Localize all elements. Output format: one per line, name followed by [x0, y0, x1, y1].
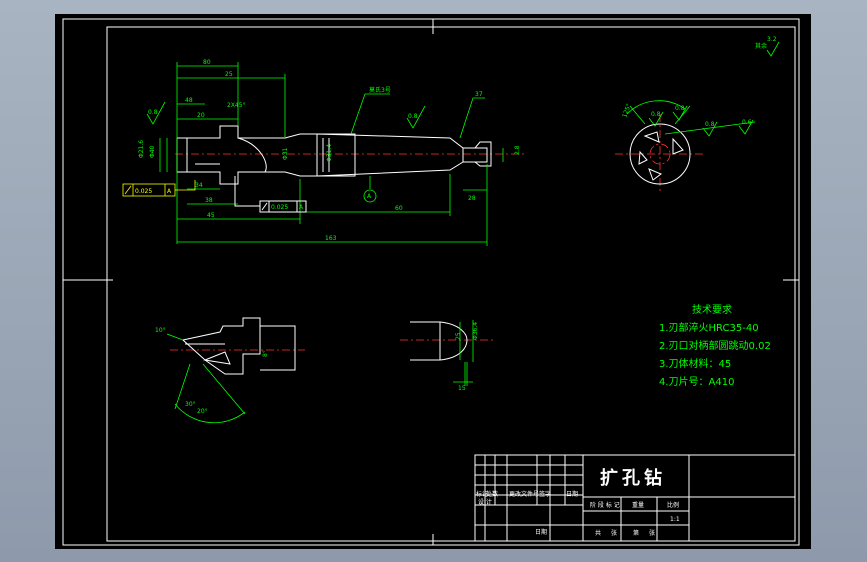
main-view[interactable]: 80 25 48 2X45° 20 34 38 45 60 163 Φ21.6 …	[122, 59, 525, 246]
svg-text:处数: 处数	[486, 490, 498, 498]
svg-text:共: 共	[595, 529, 601, 537]
angle-8: 8°	[262, 350, 269, 357]
outer-frame	[62, 18, 800, 546]
drawing-name: 扩孔钻	[600, 467, 666, 489]
cad-viewport[interactable]: 其余 3.2	[55, 14, 811, 549]
dim-phi-taper: Φ31.4	[326, 144, 333, 162]
angle-20: 20°	[197, 408, 208, 415]
tolerance-frame-a: 0.025 A	[122, 180, 196, 197]
dim-163: 163	[325, 235, 337, 242]
dim-37: 37	[475, 91, 483, 98]
svg-text:签字: 签字	[539, 490, 551, 498]
svg-text:其余: 其余	[755, 42, 767, 50]
svg-text:设 计: 设 计	[478, 498, 492, 506]
detail-view-right[interactable]: 25 Φ36.4 15	[400, 320, 495, 392]
svg-text:日期: 日期	[535, 528, 547, 536]
technical-requirements: 技术要求 1.刃部淬火HRC35-40 2.刃口对柄部圆跳动0.02 3.刀体材…	[659, 303, 771, 388]
end-roughness-3: 0.8	[705, 121, 715, 128]
morse-taper-note: 莫氏3号	[369, 86, 391, 94]
dim-28: 28	[468, 195, 476, 202]
drawing-scale: 1:1	[670, 516, 680, 523]
angle-125: 125°	[621, 103, 633, 119]
detail-bit-profile	[410, 321, 468, 361]
dim-chamfer: 2X45°	[227, 102, 246, 109]
svg-text:第: 第	[633, 529, 639, 537]
svg-text:A: A	[167, 188, 172, 195]
roughness-symbol-b: 0.8	[406, 105, 426, 129]
dim-38: 38	[205, 197, 213, 204]
end-roughness-4: 0.6	[742, 119, 752, 126]
dim-34: 34	[195, 182, 203, 189]
insert-pockets	[638, 131, 684, 181]
drill-head-outline	[176, 125, 356, 185]
detail-view-left[interactable]: 10° 30° 20° 8°	[155, 317, 305, 424]
svg-text:A: A	[367, 193, 372, 200]
svg-text:日期: 日期	[566, 490, 578, 498]
title-block: 标记 处数 更改文件号 签字 日期 设 计 日期 扩孔钻 阶 段 标 记 重量 …	[474, 454, 796, 542]
svg-text:阶 段 标 记: 阶 段 标 记	[590, 501, 620, 509]
angle-10: 10°	[155, 327, 166, 334]
svg-text:0.8: 0.8	[148, 109, 158, 116]
end-roughness-2: 0.8	[675, 105, 685, 112]
flute-curve	[237, 137, 267, 173]
detail-dim-25: 25	[455, 332, 462, 340]
dim-60: 60	[395, 205, 403, 212]
dim-25: 25	[225, 71, 233, 78]
dim-20: 20	[197, 112, 205, 119]
svg-text:标记: 标记	[476, 490, 488, 498]
detail-dim-15: 15	[458, 385, 466, 392]
dim-2-8: 2.8	[514, 145, 521, 155]
svg-text:张: 张	[611, 529, 617, 537]
tech-title: 技术要求	[692, 303, 732, 316]
tech-item-2: 2.刃口对柄部圆跳动0.02	[659, 339, 771, 352]
tech-item-3: 3.刀体材料：45	[659, 357, 731, 370]
dim-48: 48	[185, 97, 193, 104]
svg-text:比例: 比例	[667, 501, 679, 509]
svg-text:0.8: 0.8	[408, 113, 418, 120]
end-view[interactable]: 125° 0.8 0.8 0.8 0.6	[615, 100, 756, 194]
svg-text:重量: 重量	[632, 501, 644, 509]
corner-roughness-mark: 其余 3.2	[755, 36, 780, 57]
dim-phi-left: Φ21.6	[138, 140, 145, 158]
detail-cutting-tip	[181, 317, 261, 375]
inner-frame	[106, 26, 796, 542]
tech-item-1: 1.刃部淬火HRC35-40	[659, 321, 759, 334]
svg-text:更改文件号: 更改文件号	[509, 490, 539, 498]
dim-45: 45	[207, 212, 215, 219]
datum-symbol-a: A	[363, 176, 377, 203]
dim-80: 80	[203, 59, 211, 66]
dim-phi-small: Φ40	[149, 145, 156, 158]
dim-phi-mid: Φ31	[282, 147, 289, 160]
end-roughness-1: 0.8	[651, 111, 661, 118]
detail-dim-36: Φ36.4	[472, 322, 479, 340]
svg-text:3.2: 3.2	[767, 36, 777, 43]
tech-item-4: 4.刀片号：A410	[659, 375, 734, 388]
tolerance-frame-b: 0.025 A	[234, 176, 307, 213]
angle-30: 30°	[185, 401, 196, 408]
svg-text:A: A	[299, 204, 304, 211]
morse-taper-shank	[316, 133, 464, 177]
svg-text:0.025: 0.025	[271, 204, 288, 211]
shank-tang	[463, 147, 488, 163]
svg-text:张: 张	[649, 529, 655, 537]
svg-text:0.025: 0.025	[135, 188, 152, 195]
roughness-symbol-a: 0.8	[146, 101, 166, 125]
